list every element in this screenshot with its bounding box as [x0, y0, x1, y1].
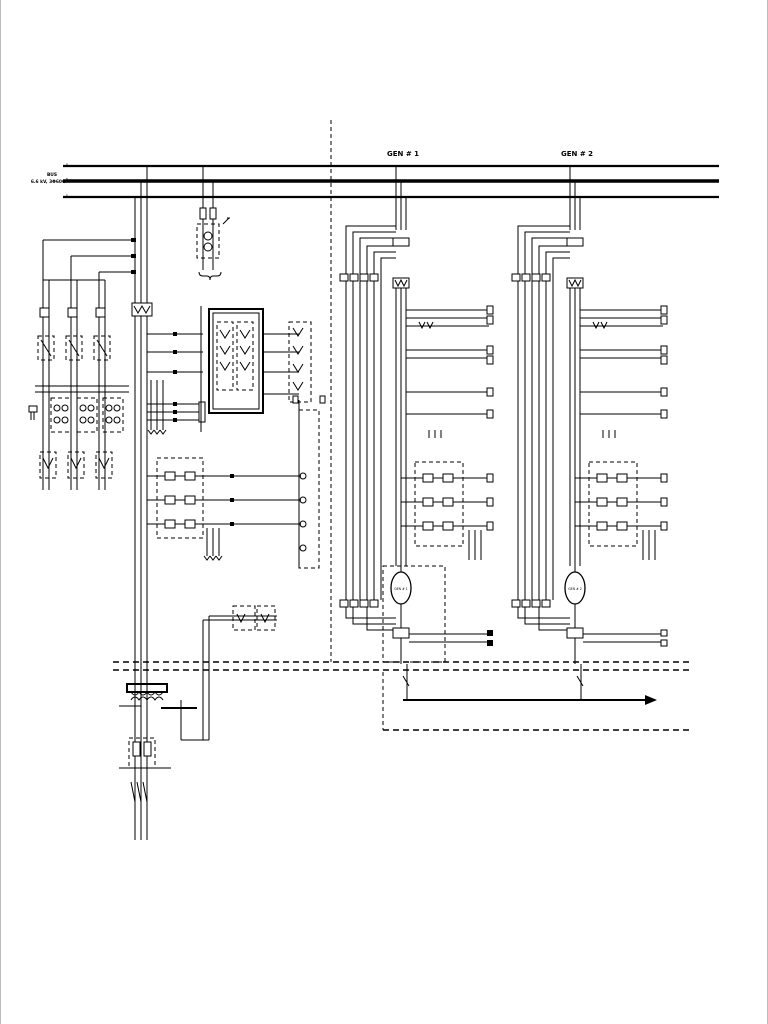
gen-2-label: GEN # 2: [561, 150, 593, 158]
gen-2-symbol: [564, 571, 586, 605]
left-feeder: [43, 166, 153, 840]
gen-1-block: GEN # 1 GEN # 1: [339, 150, 494, 664]
lower-left-transformer: [119, 605, 277, 803]
bus-rating: 6.6 kV, 3Φ60C: [31, 179, 65, 185]
gen-2-symbol-label: GEN # 2: [568, 587, 582, 591]
bus-phase-a-label: A: [66, 162, 68, 166]
bus-phase-b-label: B: [66, 177, 68, 181]
bus-phase-c-label: C: [66, 193, 68, 197]
gen-1-label: GEN # 1: [387, 150, 419, 158]
main-bus: A B C BUS 6.6 kV, 3Φ60C: [31, 162, 719, 199]
bus-name: BUS: [47, 172, 57, 178]
center-lower-device: [147, 457, 307, 561]
left-center-branches: [147, 306, 206, 435]
bus-pt-assembly: [196, 166, 230, 281]
center-relay-panel: [208, 308, 326, 569]
gen-1-symbol: [390, 571, 412, 605]
gen-1-symbol-label: GEN # 1: [394, 587, 408, 591]
gen-2-block: GEN # 2 GEN # 2: [511, 150, 668, 664]
control-wiring: [113, 661, 693, 731]
left-relay-columns: [28, 240, 129, 490]
